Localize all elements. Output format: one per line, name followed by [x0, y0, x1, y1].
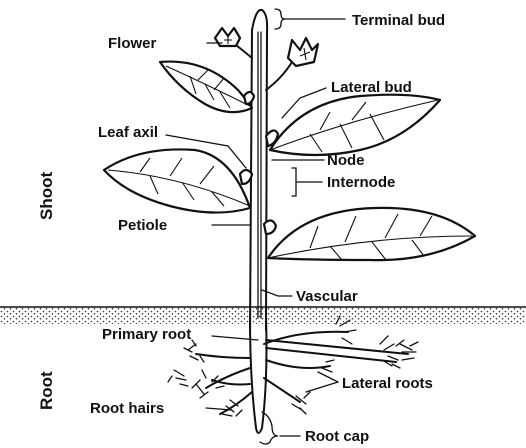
- node-label: Node: [327, 152, 365, 169]
- lateral-bud-label: Lateral bud: [331, 79, 412, 96]
- petiole-label: Petiole: [118, 217, 167, 234]
- vascular-label: Vascular: [296, 288, 358, 305]
- primary-root: [250, 318, 267, 433]
- shoot-section-label: Shoot: [37, 172, 56, 220]
- terminal-bud-label: Terminal bud: [352, 12, 445, 29]
- leaf-axil-label: Leaf axil: [98, 124, 158, 141]
- primary-root-label: Primary root: [102, 326, 191, 343]
- lateral-roots-label: Lateral roots: [342, 375, 433, 392]
- flower-label: Flower: [108, 35, 157, 52]
- leaf-middle-right: [264, 208, 475, 260]
- leaf-upper-left: [160, 62, 254, 113]
- leaf-middle-left: [104, 149, 252, 212]
- soil-band: [0, 307, 526, 324]
- root-cap-label: Root cap: [305, 428, 369, 445]
- root-hairs-label: Root hairs: [90, 400, 164, 417]
- lateral-roots: [196, 332, 408, 414]
- root-section-label: Root: [37, 371, 56, 410]
- terminal-bud-bracket: [275, 9, 285, 29]
- internode-label: Internode: [327, 174, 395, 191]
- leaf-upper-right: [266, 95, 440, 155]
- flower-right: [266, 38, 318, 90]
